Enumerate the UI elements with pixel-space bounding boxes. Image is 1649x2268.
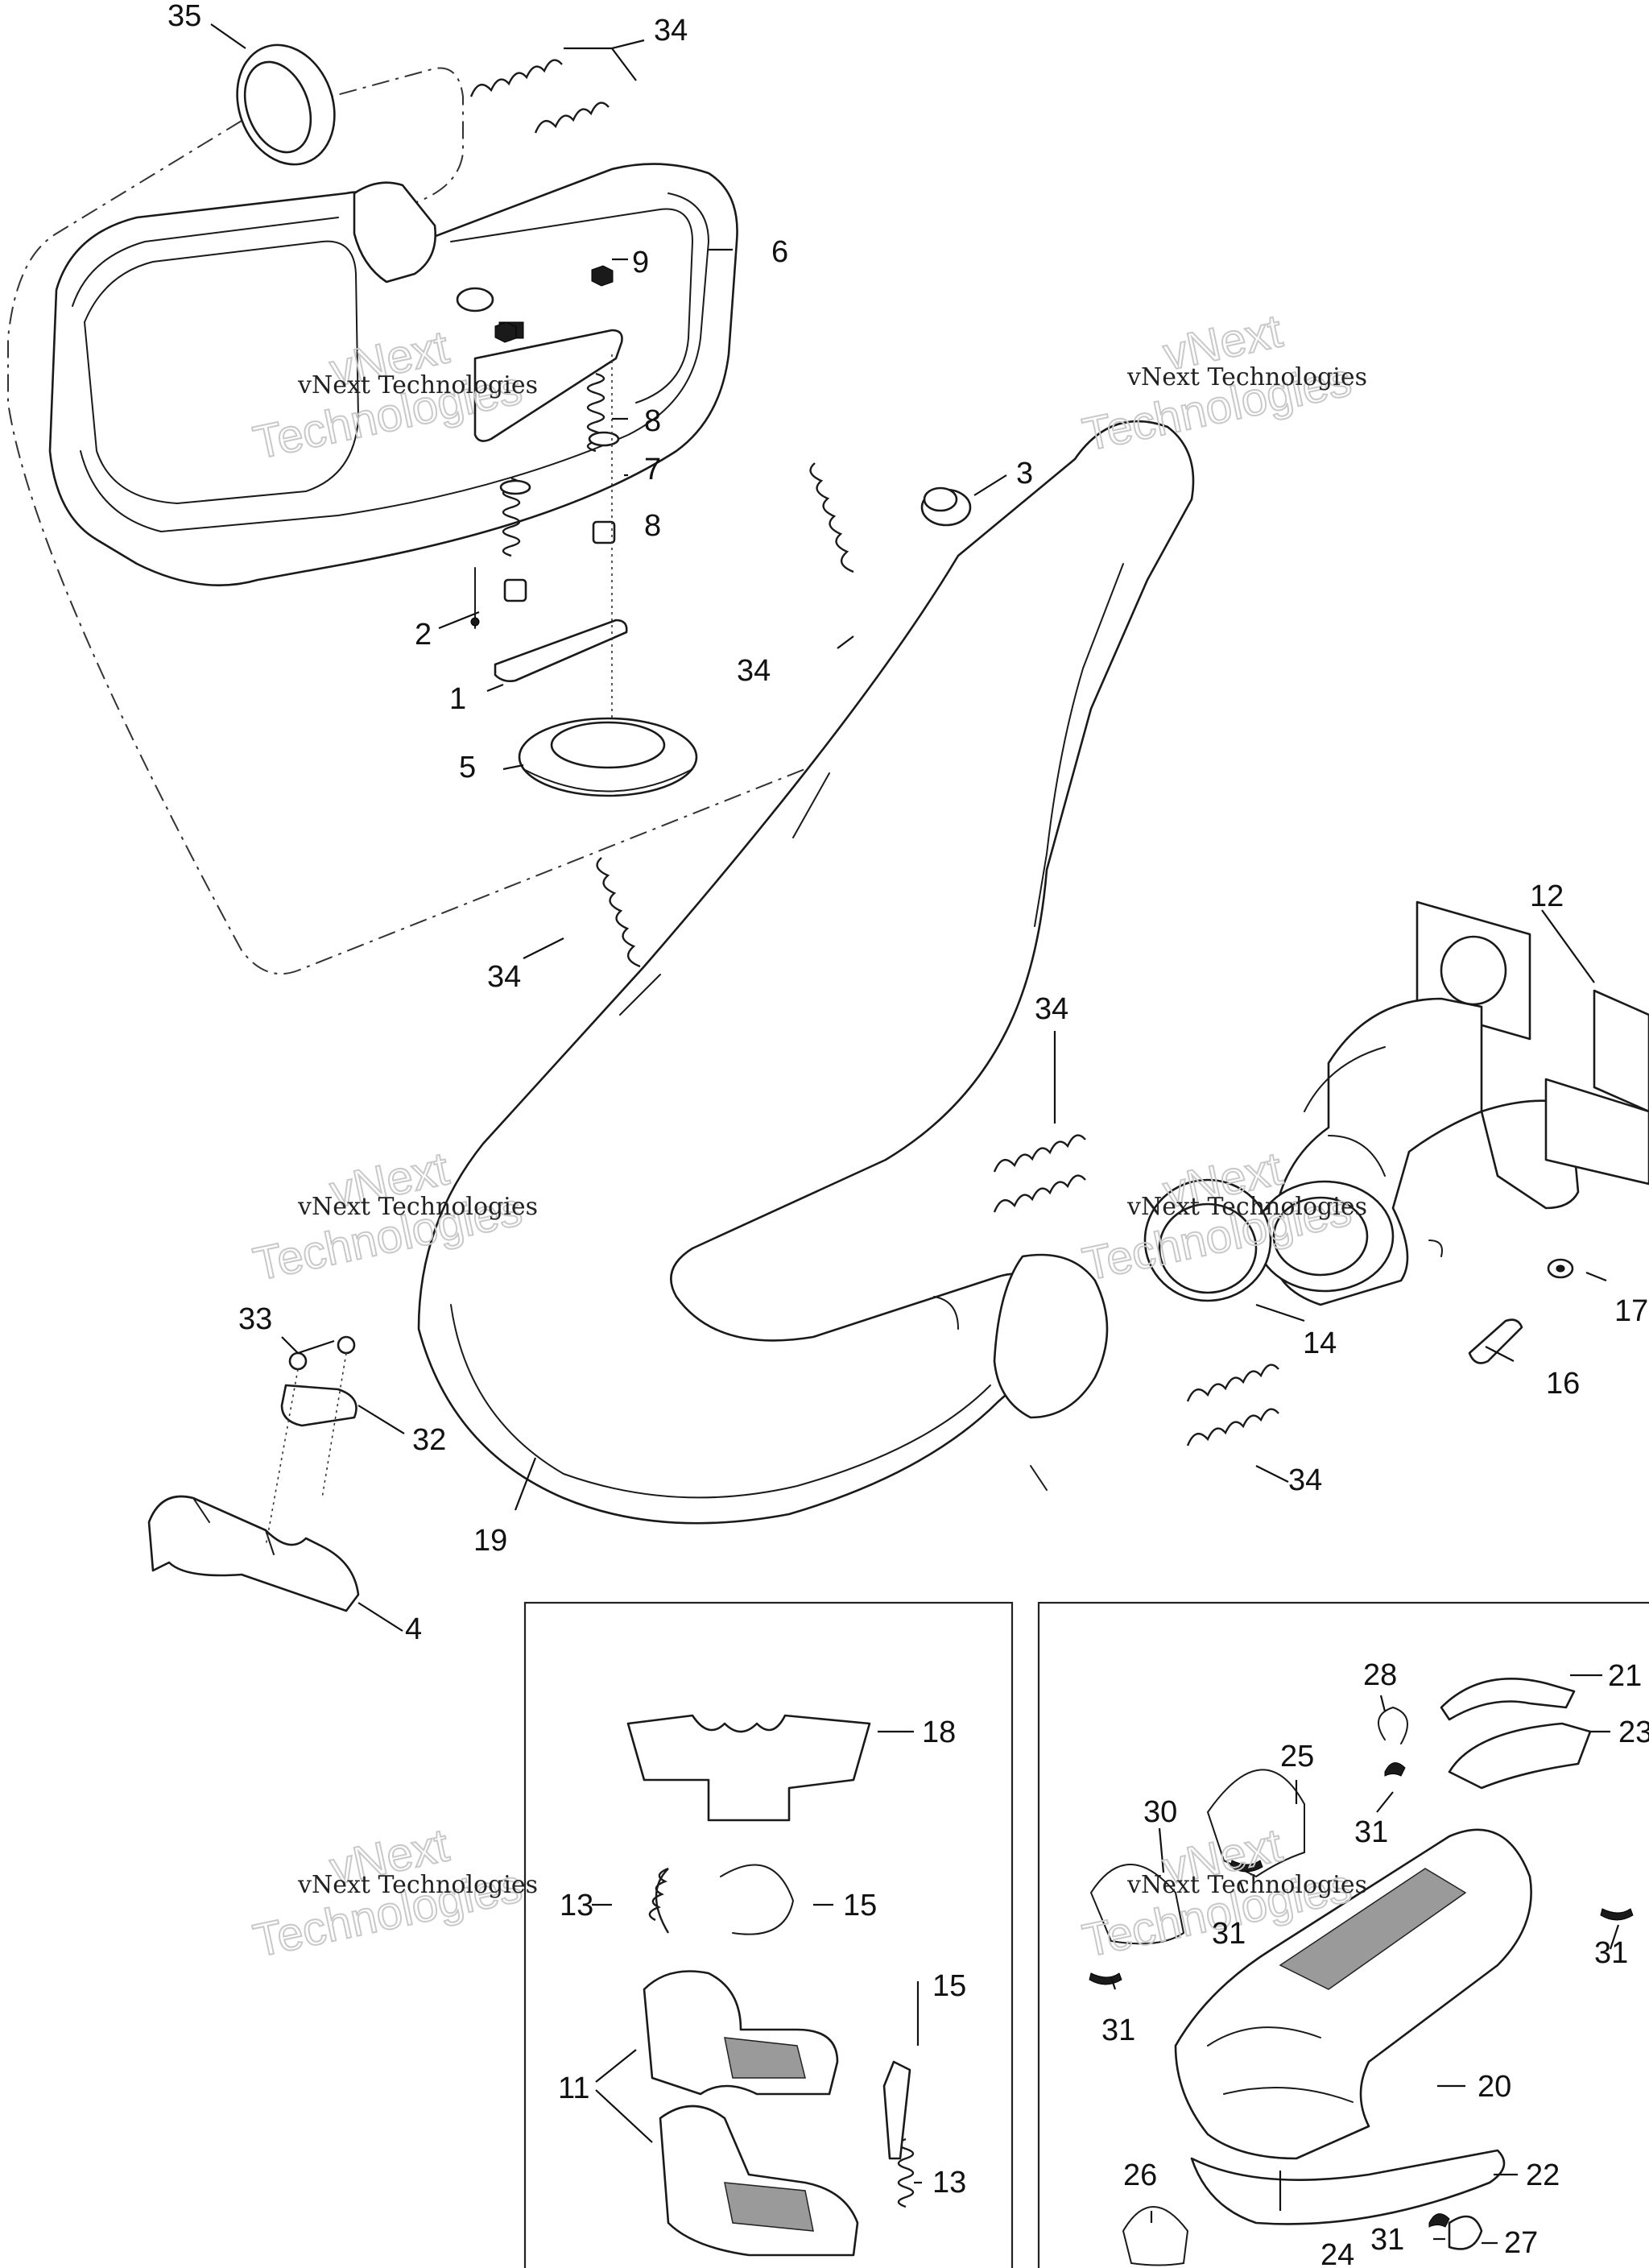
bracket-plate-part-1 bbox=[470, 567, 628, 682]
screw-part-16 bbox=[1468, 1318, 1523, 1364]
callout-20: 20 bbox=[1477, 2070, 1511, 2104]
inset-frame-right bbox=[1037, 1601, 1649, 2268]
spring-pair-bottom-34 bbox=[1186, 1364, 1279, 1446]
callout-6: 6 bbox=[771, 235, 788, 269]
callout-22: 22 bbox=[1526, 2158, 1560, 2192]
dark-clip-part-31 bbox=[1089, 1762, 1634, 2228]
callout-16: 16 bbox=[1546, 1367, 1580, 1401]
grommet-part-5 bbox=[518, 717, 698, 797]
callout-19: 19 bbox=[473, 1524, 507, 1558]
inset-frame-left bbox=[523, 1601, 1014, 2268]
svg-text:vNext Technologies: vNext Technologies bbox=[1126, 1193, 1367, 1221]
callout-28: 28 bbox=[1363, 1658, 1397, 1692]
clip-part-28 bbox=[1378, 1706, 1408, 1744]
watermark-mid-right: vNext Technologies vNext Technologies bbox=[1077, 1141, 1367, 1291]
callout-34: 34 bbox=[737, 654, 771, 688]
spring-pair-top-34 bbox=[469, 59, 610, 134]
clamp-spring-part-13 bbox=[648, 1867, 915, 2208]
callout-5: 5 bbox=[459, 751, 476, 784]
spring-left-34 bbox=[596, 857, 641, 968]
callout-35: 35 bbox=[167, 0, 201, 33]
spring-mid-34 bbox=[809, 462, 854, 573]
bracket-part-4 bbox=[147, 1495, 360, 1612]
svg-text:vNext Technologies: vNext Technologies bbox=[297, 371, 538, 399]
band-clamp-part-30 bbox=[1089, 1864, 1185, 1945]
svg-text:vNext Technologies: vNext Technologies bbox=[1126, 1871, 1367, 1899]
callout-12: 12 bbox=[1530, 879, 1564, 913]
heat-shield-part-21 bbox=[1440, 1678, 1576, 1721]
callout-32: 32 bbox=[412, 1423, 446, 1457]
washer-part-17 bbox=[1547, 1258, 1574, 1279]
callout-9: 9 bbox=[632, 246, 649, 279]
callout-23: 23 bbox=[1618, 1715, 1649, 1749]
svg-text:vNext Technologies: vNext Technologies bbox=[297, 1193, 538, 1221]
callout-13: 13 bbox=[932, 2166, 966, 2200]
callout-14: 14 bbox=[1303, 1326, 1337, 1360]
callout-13: 13 bbox=[560, 1889, 593, 1922]
band-clamp-part-25 bbox=[1206, 1769, 1305, 1878]
callout-33: 33 bbox=[238, 1302, 272, 1336]
callout-34: 34 bbox=[487, 960, 521, 994]
callout-labels: 35 34 6 9 8 7 8 3 2 34 1 5 34 12 34 17 3… bbox=[167, 0, 1649, 2268]
callout-8: 8 bbox=[644, 404, 661, 438]
callout-17: 17 bbox=[1614, 1294, 1648, 1328]
band-clamp-part-26 bbox=[1122, 2206, 1189, 2266]
callout-34: 34 bbox=[654, 14, 688, 48]
callout-1: 1 bbox=[449, 682, 466, 716]
bracket-axis-line bbox=[265, 1352, 347, 1547]
heat-shield-part-18 bbox=[626, 1714, 871, 1822]
watermark-bottom-left: vNext Technologies vNext Technologies bbox=[248, 1818, 538, 1968]
callout-4: 4 bbox=[405, 1612, 422, 1646]
muffler-group-outline bbox=[7, 67, 846, 975]
exhaust-pipe-part-19 bbox=[417, 420, 1195, 1525]
svg-text:vNext Technologies: vNext Technologies bbox=[1126, 363, 1367, 391]
callout-8: 8 bbox=[644, 509, 661, 543]
svg-text:vNext Technologies: vNext Technologies bbox=[297, 1871, 538, 1899]
heat-shield-part-22 bbox=[1190, 2149, 1506, 2225]
callout-15: 15 bbox=[843, 1889, 877, 1922]
elbow-pipe-part-11 bbox=[643, 1970, 859, 2257]
callout-31: 31 bbox=[1101, 2013, 1135, 2047]
bushing-part-8 bbox=[499, 431, 620, 602]
callout-31: 31 bbox=[1354, 1815, 1388, 1849]
callout-30: 30 bbox=[1143, 1795, 1177, 1829]
leader-lines bbox=[210, 23, 1620, 2245]
callout-21: 21 bbox=[1608, 1659, 1642, 1693]
callout-11: 11 bbox=[558, 2071, 589, 2105]
spring-pair-center-34 bbox=[993, 1134, 1086, 1213]
callout-26: 26 bbox=[1123, 2158, 1157, 2192]
callout-7: 7 bbox=[644, 453, 661, 486]
callout-31: 31 bbox=[1370, 2223, 1404, 2257]
muffler-part-6 bbox=[48, 163, 738, 586]
ring-part-35 bbox=[236, 43, 336, 166]
callout-27: 27 bbox=[1504, 2226, 1538, 2260]
callout-2: 2 bbox=[415, 618, 432, 652]
exhaust-cover-part-20 bbox=[1174, 1828, 1532, 2160]
callout-3: 3 bbox=[1016, 457, 1033, 490]
callout-34: 34 bbox=[1288, 1463, 1322, 1497]
manifold-part-12 bbox=[1254, 900, 1649, 1306]
ring-part-14 bbox=[1143, 1178, 1272, 1302]
mount-part-3 bbox=[920, 486, 972, 527]
callout-25: 25 bbox=[1280, 1740, 1314, 1773]
callout-31: 31 bbox=[1594, 1936, 1628, 1970]
ring-clip-part-15 bbox=[720, 1864, 911, 2160]
watermark-top-right: vNext Technologies vNext Technologies bbox=[1077, 304, 1367, 461]
callout-15: 15 bbox=[932, 1969, 966, 2003]
callout-24: 24 bbox=[1320, 2238, 1354, 2268]
clip-part-27 bbox=[1448, 2215, 1483, 2250]
plate-part-32 bbox=[280, 1384, 357, 1427]
callout-34: 34 bbox=[1035, 992, 1068, 1026]
callout-31: 31 bbox=[1212, 1917, 1246, 1951]
callout-18: 18 bbox=[922, 1715, 956, 1749]
nut-part-9 bbox=[494, 265, 614, 343]
heat-shield-part-23 bbox=[1448, 1722, 1592, 1790]
